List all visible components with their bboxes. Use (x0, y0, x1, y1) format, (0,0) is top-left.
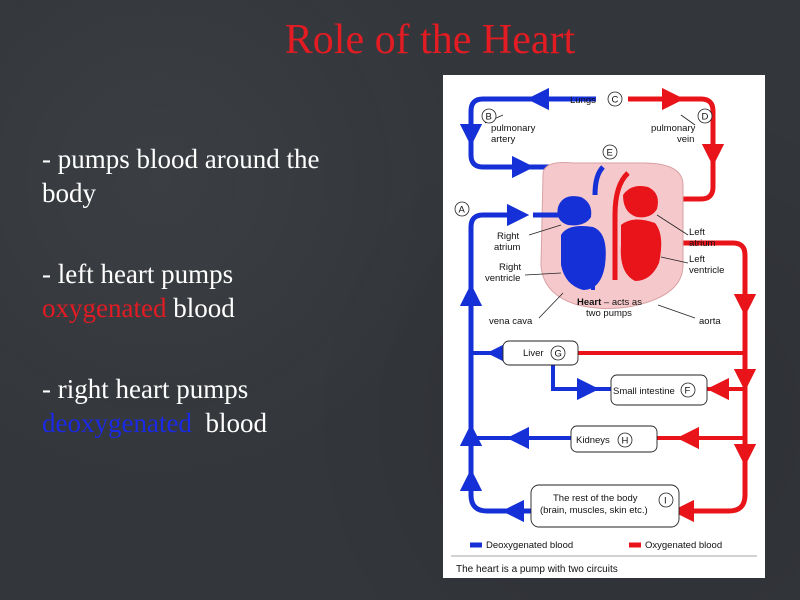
bullet-3-rest: blood (191, 408, 267, 438)
rest-of-body-label-1: The rest of the body (553, 493, 638, 504)
bullet-2-rest: blood (166, 293, 235, 323)
bullet-pumps-blood: - pumps blood around the body (42, 142, 319, 210)
left-ventricle-shape (620, 219, 662, 281)
label-d: D (702, 112, 709, 123)
pulmonary-artery-label-2: artery (491, 134, 516, 145)
small-intestine-label: Small intestine (613, 386, 675, 397)
bullet-1-line-1: - pumps blood around the (42, 144, 320, 174)
left-atrium-shape (623, 186, 658, 218)
bullet-3-line-1: - right heart pumps (42, 374, 249, 404)
small-intestine-box (610, 374, 708, 406)
aorta-label: aorta (699, 316, 721, 327)
left-ventricle-label-2: ventricle (689, 265, 724, 276)
slide-title: Role of the Heart (284, 17, 576, 63)
liver-label: Liver (523, 348, 544, 359)
deoxygenated-word: deoxygenated (42, 408, 192, 438)
bullet-2-line-1: - left heart pumps (42, 259, 234, 289)
vena-cava-label: vena cava (489, 316, 533, 327)
label-g: G (555, 349, 562, 360)
vena-cava-vessel (468, 212, 531, 514)
label-c: C (612, 95, 619, 106)
pulmonary-artery-label-1: pulmonary (491, 123, 536, 134)
heart-label-bold: Heart (577, 297, 602, 308)
diagram-caption: The heart is a pump with two circuits (456, 564, 618, 575)
right-atrium-label-1: Right (497, 231, 520, 242)
heart-label-line-1: Heart – acts as (577, 297, 642, 308)
rest-of-body-box (530, 484, 680, 528)
heart-label-line-2: two pumps (586, 308, 632, 319)
label-a: A (459, 205, 466, 216)
lungs-label: Lungs (570, 95, 596, 106)
oxygenated-word: oxygenated (42, 293, 167, 323)
label-h: H (622, 436, 629, 447)
leader-lines (484, 114, 696, 319)
right-ventricle-label-2: ventricle (485, 273, 520, 284)
legend-oxy-label: Oxygenated blood (645, 540, 722, 551)
right-atrium-label-2: atrium (494, 242, 520, 253)
kidneys-box (570, 425, 658, 453)
label-i: I (664, 496, 667, 507)
left-ventricle-label-1: Left (689, 254, 705, 265)
label-b: B (486, 112, 492, 123)
pulmonary-vein-label-1: pulmonary (651, 123, 696, 134)
right-ventricle-label-1: Right (499, 262, 522, 273)
heart-label-rest: – acts as (601, 297, 642, 308)
pulmonary-vein-label-2: vein (677, 134, 694, 145)
bullet-left-heart: - left heart pumps oxygenated blood (42, 257, 235, 325)
aorta-arch (612, 171, 630, 280)
rest-of-body-label-2: (brain, muscles, skin etc.) (540, 505, 648, 516)
label-e: E (607, 148, 613, 159)
pulmonary-trunk (592, 165, 605, 196)
label-f: F (685, 386, 691, 397)
right-atrium-shape (557, 196, 592, 226)
kidneys-label: Kidneys (576, 435, 610, 446)
bullet-1-line-2: body (42, 178, 96, 208)
legend-deoxy-label: Deoxygenated blood (486, 540, 573, 551)
bullet-right-heart: - right heart pumps deoxygenated blood (42, 372, 267, 440)
left-atrium-label-1: Left (689, 227, 705, 238)
left-atrium-label-2: atrium (689, 238, 715, 249)
circulation-svg: Lungs C B pulmonary artery D pulmonary v… (451, 87, 757, 575)
circulation-diagram: Lungs C B pulmonary artery D pulmonary v… (443, 75, 765, 578)
